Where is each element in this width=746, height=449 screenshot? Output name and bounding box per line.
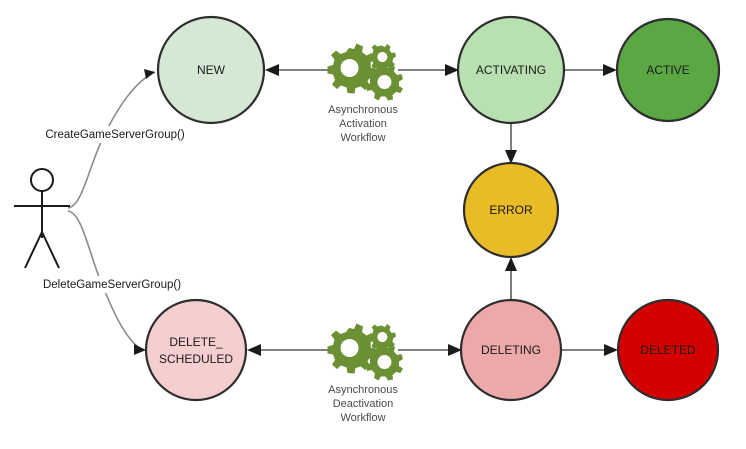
edge-gears-to-deleting [398, 344, 462, 356]
gear-large-icon [327, 323, 377, 374]
workflow-caption-deactivation-line2: Deactivation [333, 398, 394, 410]
gears-icon-deactivation: Asynchronous Deactivation Workflow [327, 323, 403, 424]
edge-label-create-game-server-group: CreateGameServerGroup() [45, 129, 184, 141]
workflow-caption-activation-line2: Activation [339, 118, 387, 130]
state-node-deleting[interactable]: DELETING [459, 298, 563, 402]
workflow-caption-activation-line3: Workflow [340, 132, 385, 144]
state-circle-delete-scheduled[interactable] [144, 298, 248, 402]
state-label-deleted: DELETED [640, 343, 696, 357]
actor-leg-right [41, 231, 60, 269]
state-label-delete-scheduled-line1: DELETE_ [169, 335, 223, 349]
label-backdrop-delete [32, 276, 194, 293]
states-layer: NEW ACTIVATING ACTIVE ERROR DELETE_ [144, 15, 721, 402]
gear-small-icon [369, 324, 396, 352]
edge-gears-to-activating [398, 64, 459, 76]
state-label-delete-scheduled-line2: SCHEDULED [159, 352, 233, 366]
state-circle-deleting[interactable] [459, 298, 563, 402]
actor-leg-left [24, 231, 43, 269]
edge-activating-to-active [564, 64, 617, 76]
state-circle-error[interactable] [462, 161, 560, 259]
state-label-deleting: DELETING [481, 343, 541, 357]
gear-large-icon [327, 43, 377, 94]
state-node-error[interactable]: ERROR [462, 161, 560, 259]
gears-icon-activation: Asynchronous Activation Workflow [327, 43, 403, 144]
state-node-deleted[interactable]: DELETED [616, 298, 720, 402]
state-circle-new[interactable] [156, 15, 266, 125]
gear-medium-icon [366, 344, 403, 381]
state-label-new: NEW [197, 63, 226, 77]
state-label-active: ACTIVE [646, 63, 689, 77]
edge-gears-to-delete-scheduled [247, 344, 330, 356]
gear-small-icon [369, 44, 396, 72]
edge-label-delete-game-server-group: DeleteGameServerGroup() [43, 279, 181, 291]
state-label-activating: ACTIVATING [476, 63, 546, 77]
edge-gears-to-new [265, 64, 330, 76]
state-circle-deleted[interactable] [616, 298, 720, 402]
gear-medium-icon [366, 64, 403, 101]
state-circle-active[interactable] [615, 17, 721, 123]
state-label-error: ERROR [489, 203, 533, 217]
actor [14, 168, 70, 269]
workflow-caption-deactivation-line1: Asynchronous [328, 384, 398, 396]
state-node-new[interactable]: NEW [156, 15, 266, 125]
edge-activating-to-error [505, 123, 517, 164]
state-node-delete-scheduled[interactable]: DELETE_ SCHEDULED [144, 298, 248, 402]
edge-labels-layer: CreateGameServerGroup() DeleteGameServer… [32, 126, 197, 293]
edge-deleting-to-deleted [562, 344, 618, 356]
label-backdrop-create [35, 126, 197, 143]
workflow-caption-activation-line1: Asynchronous [328, 104, 398, 116]
state-node-active[interactable]: ACTIVE [615, 17, 721, 123]
edge-deleting-to-error [505, 257, 517, 300]
actor-head [30, 168, 54, 192]
workflow-caption-deactivation-line3: Workflow [340, 412, 385, 424]
state-node-activating[interactable]: ACTIVATING [456, 15, 566, 125]
edges-layer [67, 64, 618, 356]
state-circle-activating[interactable] [456, 15, 566, 125]
